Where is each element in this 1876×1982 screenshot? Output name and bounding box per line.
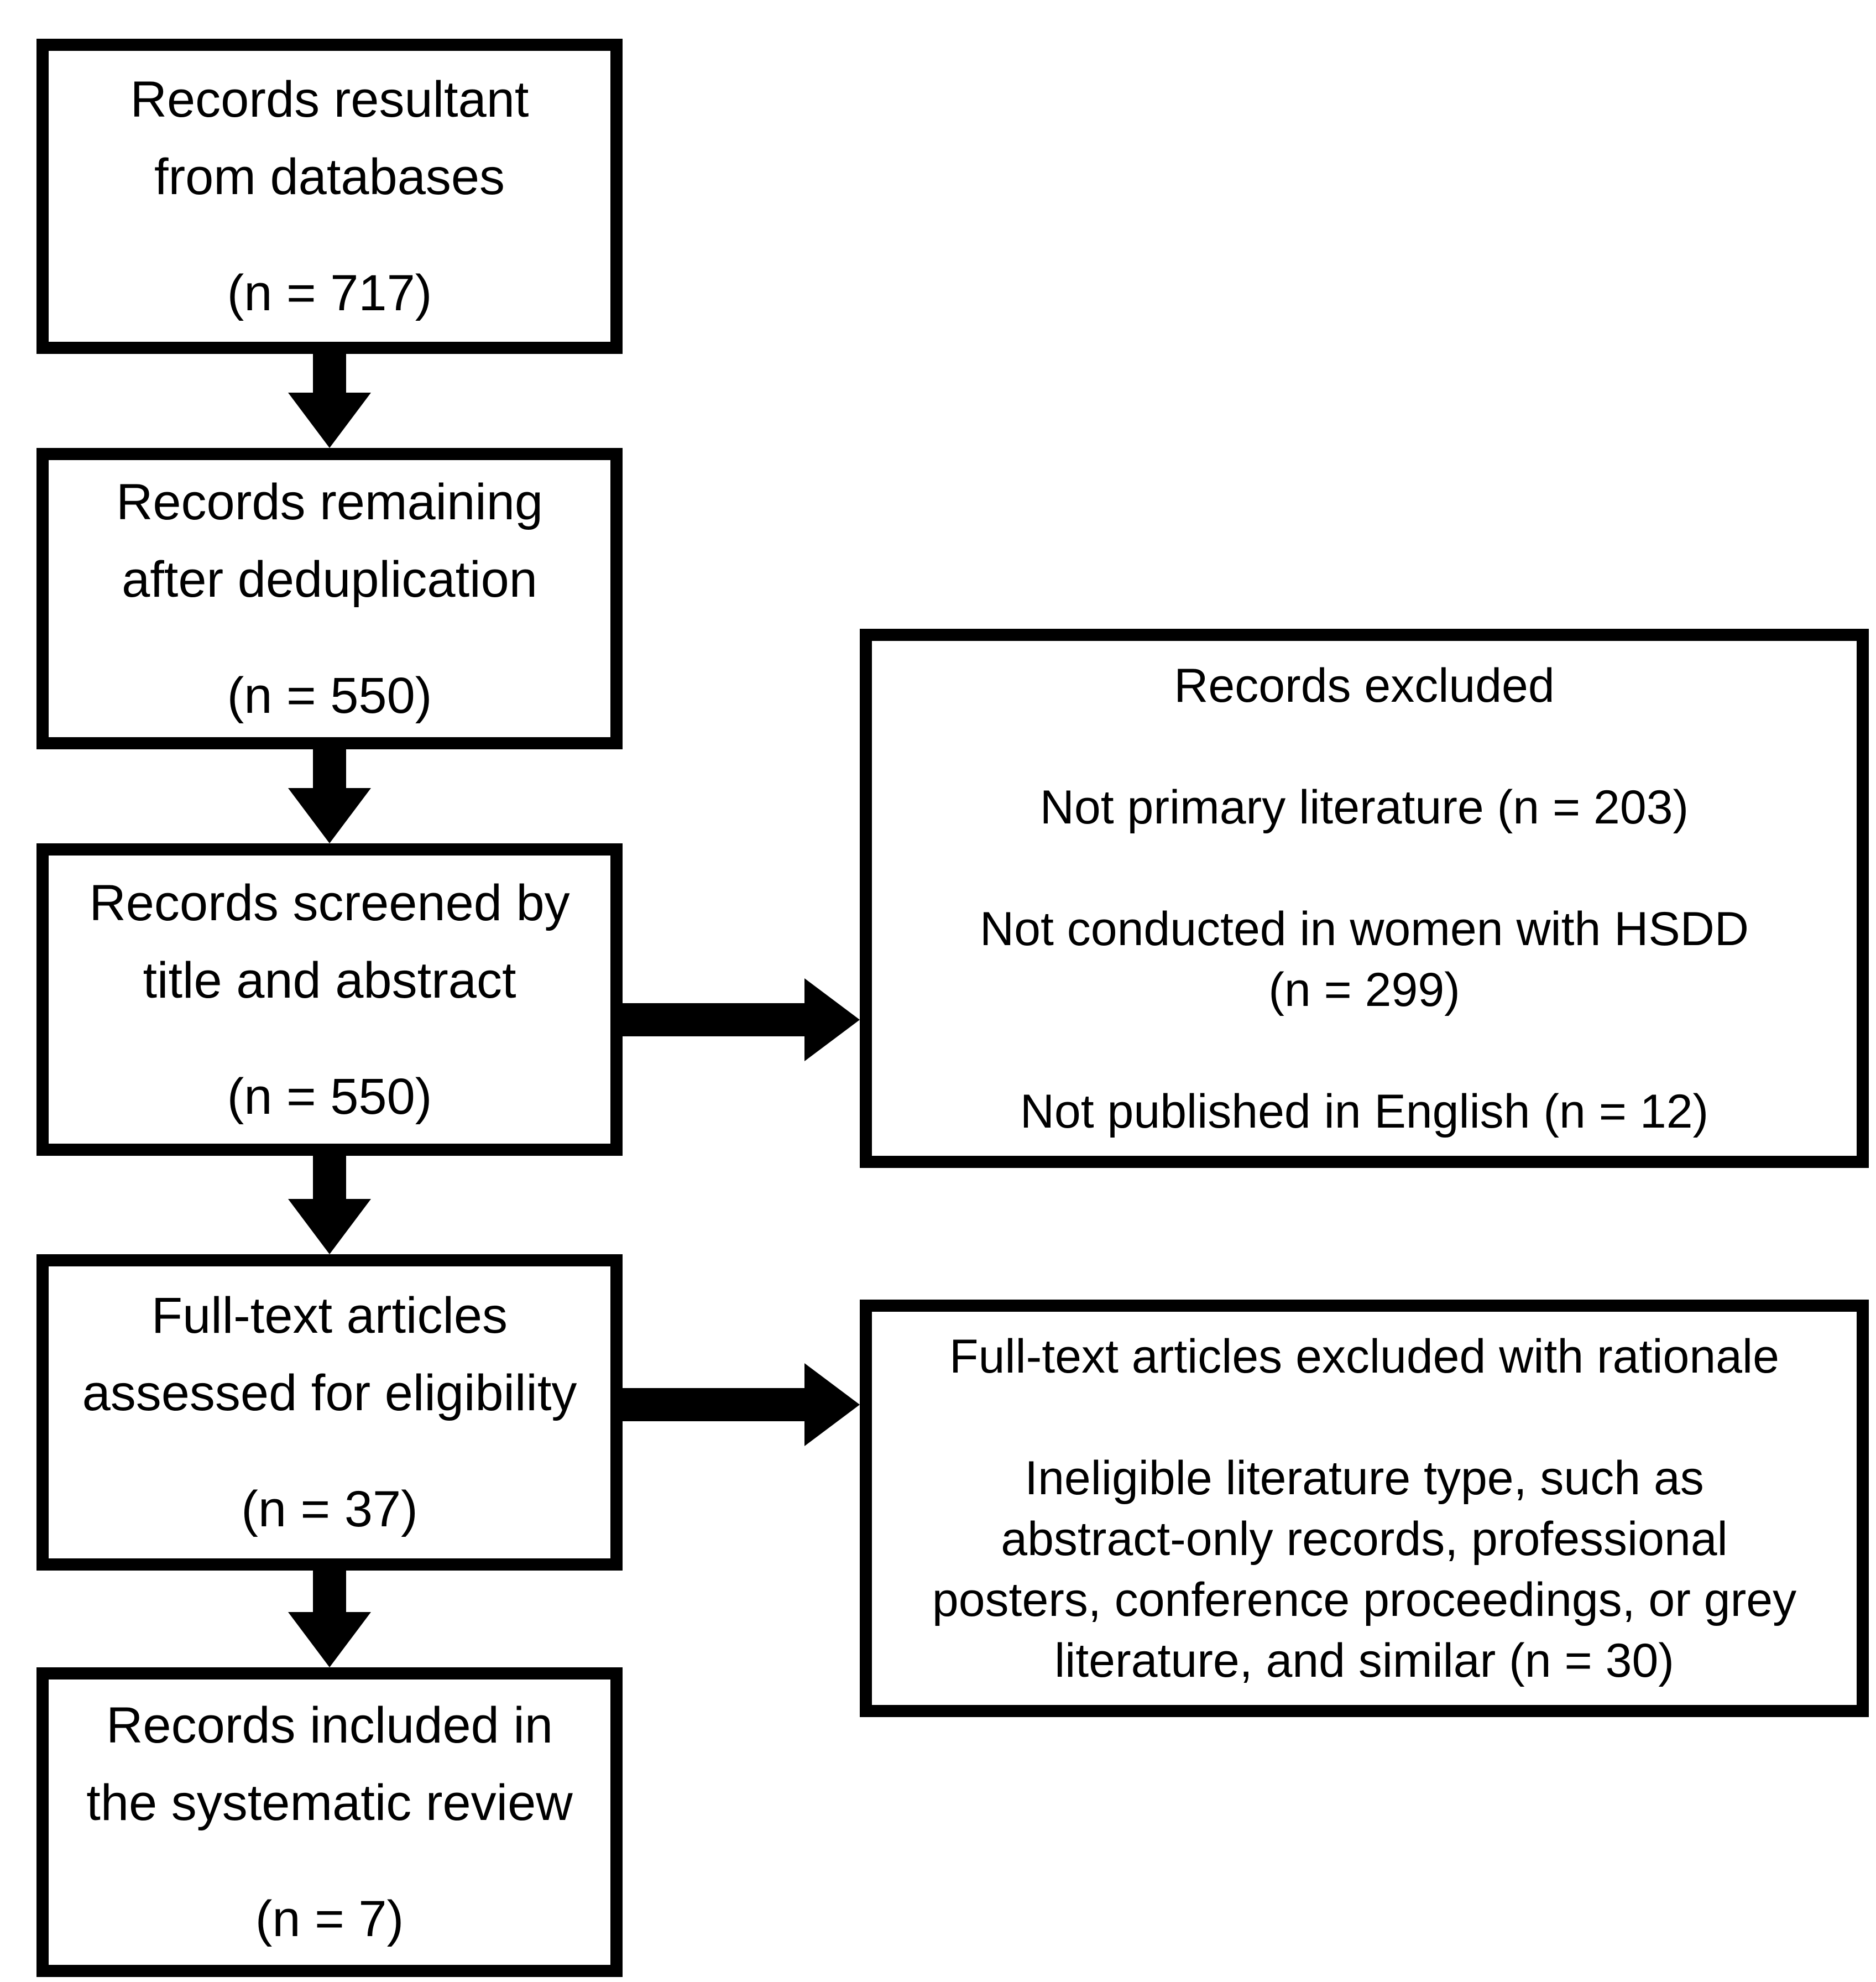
flow-box-records-excluded: Records excluded Not primary literature …	[860, 629, 1869, 1168]
box-count: (n = 550)	[227, 1068, 432, 1125]
down-arrow-connector-1	[313, 354, 346, 393]
exclusion-item: Ineligible literature type, such as abst…	[932, 1448, 1796, 1691]
box-count: (n = 717)	[227, 265, 432, 321]
box-label-line: title and abstract	[143, 952, 516, 1009]
down-arrow-connector-4	[313, 1571, 346, 1612]
flow-box-records-after-deduplication: Records remaining after deduplication (n…	[36, 448, 623, 749]
box-count: (n = 7)	[255, 1891, 404, 1947]
exclusion-item-line: Ineligible literature type, such as	[1025, 1451, 1704, 1505]
box-label-line: from databases	[154, 149, 505, 205]
box-label-line: Full-text articles	[151, 1287, 508, 1344]
right-arrowhead-icon	[804, 978, 860, 1061]
right-arrow-connector-fulltext-excluded	[623, 1388, 804, 1421]
flow-box-records-included: Records included in the systematic revie…	[36, 1667, 623, 1977]
box-label-line: Records resultant	[130, 71, 529, 128]
down-arrow-connector-3	[313, 1156, 346, 1199]
box-label-line: assessed for eligibility	[82, 1365, 577, 1421]
down-arrow-connector-2	[313, 749, 346, 788]
right-arrow-connector-records-excluded	[623, 1003, 804, 1036]
exclusion-item: Not published in English (n = 12)	[1020, 1081, 1708, 1142]
down-arrowhead-icon	[288, 1199, 371, 1254]
exclusion-item-line: Not conducted in women with HSDD	[980, 902, 1749, 956]
box-label-line: Records remaining	[116, 473, 544, 530]
exclusion-item-line: Not primary literature (n = 203)	[1039, 780, 1689, 834]
flow-box-fulltext-assessed: Full-text articles assessed for eligibil…	[36, 1254, 623, 1571]
exclusion-item: Not primary literature (n = 203)	[1040, 777, 1689, 838]
right-arrowhead-icon	[804, 1363, 860, 1446]
box-label: Records remaining after deduplication	[116, 463, 543, 618]
box-label: Records resultant from databases	[130, 61, 529, 216]
box-label-line: after deduplication	[122, 551, 537, 608]
flow-box-fulltext-excluded: Full-text articles excluded with rationa…	[860, 1300, 1869, 1717]
box-label-line: Records included in	[106, 1697, 553, 1754]
down-arrowhead-icon	[288, 1612, 371, 1667]
box-title: Full-text articles excluded with rationa…	[949, 1329, 1779, 1383]
box-label: Full-text articles assessed for eligibil…	[82, 1277, 577, 1432]
exclusion-item-line: (n = 299)	[1268, 963, 1460, 1016]
down-arrowhead-icon	[288, 788, 371, 843]
box-label: Records included in the systematic revie…	[86, 1687, 572, 1842]
exclusion-item: Not conducted in women with HSDD (n = 29…	[980, 899, 1749, 1020]
box-label: Records screened by title and abstract	[89, 864, 569, 1019]
exclusion-item-line: abstract-only records, professional	[1001, 1512, 1728, 1566]
exclusion-item-line: Not published in English (n = 12)	[1020, 1084, 1709, 1138]
box-label-line: the systematic review	[86, 1775, 573, 1831]
flow-box-records-from-databases: Records resultant from databases (n = 71…	[36, 39, 623, 354]
box-label-line: Records screened by	[89, 874, 570, 931]
box-title: Records excluded	[1174, 659, 1555, 712]
flow-box-records-screened: Records screened by title and abstract (…	[36, 843, 623, 1156]
box-count: (n = 550)	[227, 667, 432, 724]
down-arrowhead-icon	[288, 393, 371, 448]
box-count: (n = 37)	[241, 1481, 418, 1537]
exclusion-item-line: literature, and similar (n = 30)	[1054, 1634, 1674, 1687]
exclusion-item-line: posters, conference proceedings, or grey	[932, 1573, 1797, 1626]
